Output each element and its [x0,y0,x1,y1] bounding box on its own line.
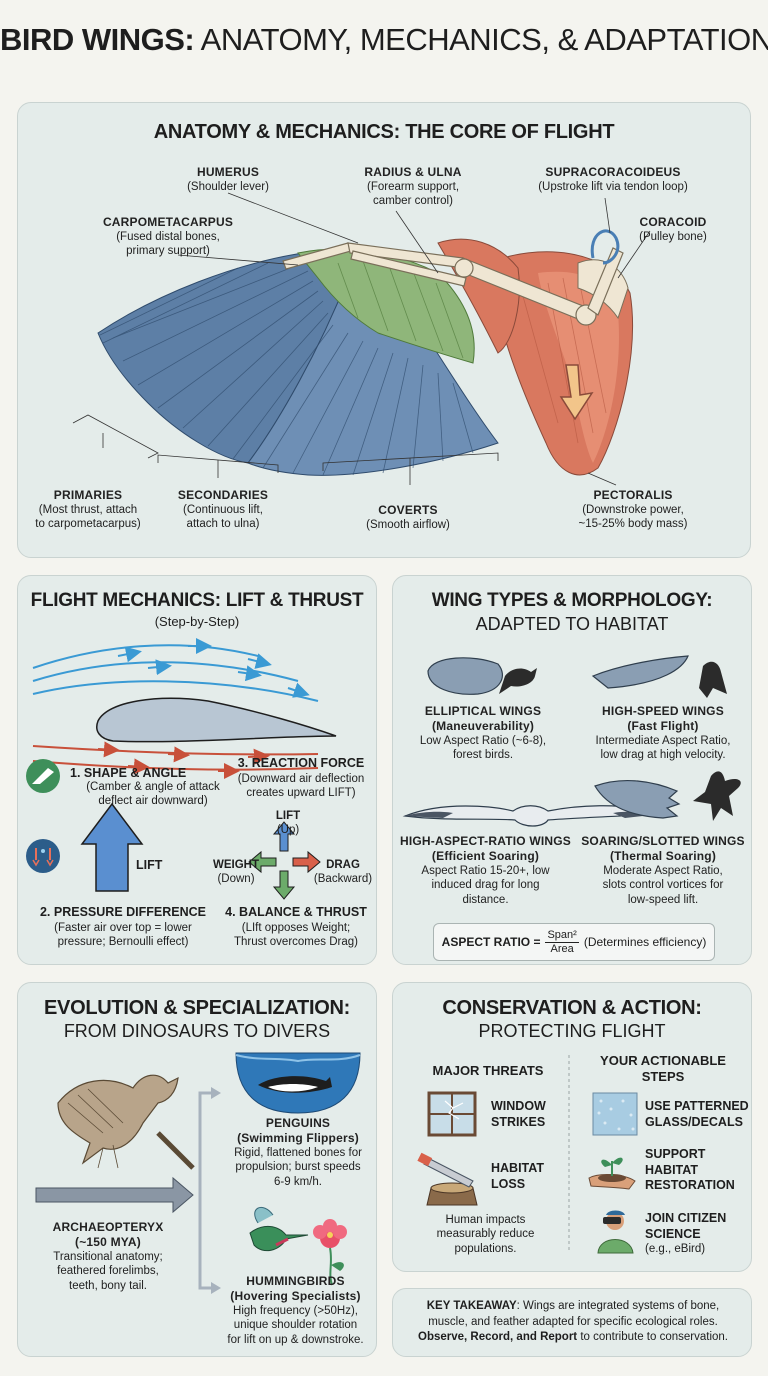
anatomy-panel: ANATOMY & MECHANICS: THE CORE OF FLIGHT [17,102,751,558]
threats-heading: MAJOR THREATS [432,1063,544,1078]
lift-arrow-label: LIFT [136,858,163,872]
formula-denominator: Area [550,942,574,955]
conservation-title: CONSERVATION & ACTION: [442,997,702,1019]
force-weight: WEIGHT(Down) [213,859,259,886]
takeaway-line1: KEY TAKEAWAY: Wings are integrated syste… [426,1300,720,1312]
formula-numerator: Span² [545,929,579,943]
wing-illustration [72,192,651,486]
step-balance-desc: (LIft opposes Weight;Thrust overcomes Dr… [234,922,358,949]
step-shape-angle: 1. SHAPE & ANGLE [70,766,187,780]
label-radius-ulna: RADIUS & ULNA(Forearm support,camber con… [364,165,462,208]
conservation-illustrations [417,1055,638,1254]
label-supracoracoideus: SUPRACORACOIDEUS(Upstroke lift via tendo… [538,165,688,193]
step-pressure-difference: 2. PRESSURE DIFFERENCE [39,905,206,919]
key-takeaway-panel: KEY TAKEAWAY: Wings are integrated syste… [392,1288,752,1357]
conservation-panel: CONSERVATION & ACTION: PROTECTING FLIGHT… [392,982,752,1272]
conservation-subtitle: PROTECTING FLIGHT [478,1021,666,1041]
evolution-title: EVOLUTION & SPECIALIZATION: [44,997,350,1019]
takeaway-line2: muscle, and feather adapted for specific… [428,1315,718,1328]
force-drag: DRAG(Backward) [313,859,373,886]
label-coracoid: CORACOID(Pulley bone) [639,215,707,243]
takeaway-line3: Observe, Record, and Report to contribut… [418,1331,728,1344]
wing-high-aspect: HIGH-ASPECT-RATIO WINGS(Efficient Soarin… [399,834,572,906]
label-coverts: COVERTS(Smooth airflow) [366,503,450,531]
aspect-ratio-formula: ASPECT RATIO = Span² Area (Determines ef… [433,923,715,961]
evo-hummingbirds: HUMMINGBIRDS(Hovering Specialists)High f… [227,1274,364,1346]
evolution-subtitle: FROM DINOSAURS TO DIVERS [63,1021,331,1041]
airfoil-diagram [26,638,337,900]
mechanics-subtitle: (Step-by-Step) [154,614,240,629]
step-balance-thrust: 4. BALANCE & THRUST [225,905,367,919]
mechanics-title: FLIGHT MECHANICS: LIFT & THRUST [30,590,364,611]
wing-type-illustrations [402,655,741,827]
anatomy-title: ANATOMY & MECHANICS: THE CORE OF FLIGHT [153,121,615,143]
wing-types-title: WING TYPES & MORPHOLOGY: [431,590,713,611]
page-title: BIRD WINGS: ANATOMY, MECHANICS, & ADAPTA… [0,22,768,57]
wing-types-panel: WING TYPES & MORPHOLOGY: ADAPTED TO HABI… [392,575,752,965]
wing-high-speed: HIGH-SPEED WINGS(Fast Flight)Intermediat… [595,704,731,762]
wing-elliptical: ELLIPTICAL WINGS(Maneuverability)Low Asp… [419,704,547,762]
evo-archaeopteryx: ARCHAEOPTERYX(~150 MYA)Transitional anat… [52,1220,164,1292]
label-carpometacarpus: CARPOMETACARPUS(Fused distal bones,prima… [102,215,234,258]
force-lift: LIFT(Up) [275,810,301,837]
step-reaction-force: 3. REACTION FORCE [237,756,365,770]
mechanics-panel: FLIGHT MECHANICS: LIFT & THRUST (Step-by… [17,575,377,965]
wing-soaring-slotted: SOARING/SLOTTED WINGS(Thermal Soaring)Mo… [581,834,745,906]
evo-penguins: PENGUINS(Swimming Flippers)Rigid, flatte… [234,1116,362,1188]
wing-types-subtitle: ADAPTED TO HABITAT [475,614,669,634]
label-humerus: HUMERUS(Shoulder lever) [187,165,269,193]
evolution-panel: EVOLUTION & SPECIALIZATION: FROM DINOSAU… [17,982,377,1357]
evolution-illustrations [35,1052,361,1294]
label-secondaries: SECONDARIES(Continuous lift,attach to ul… [177,488,269,531]
label-pectoralis: PECTORALIS(Downstroke power,~15-25% body… [578,488,688,531]
